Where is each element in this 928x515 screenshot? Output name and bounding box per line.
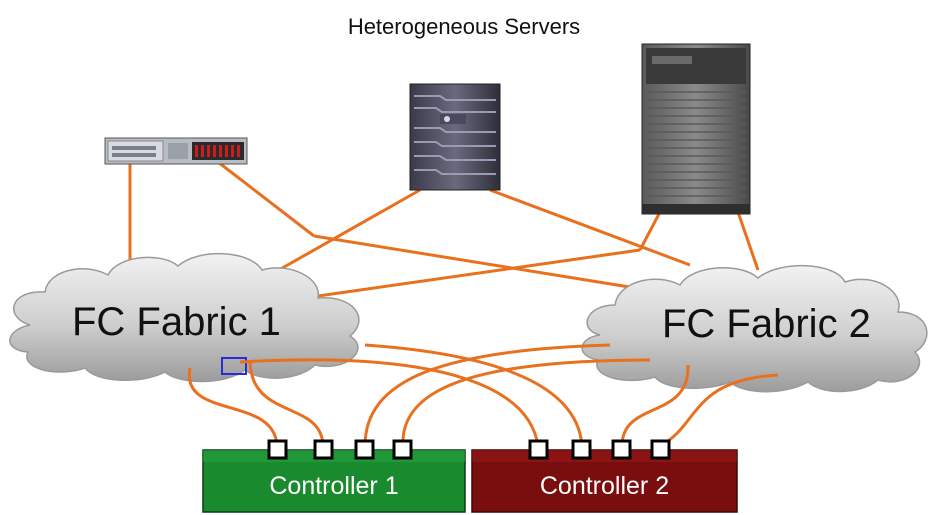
server-cables — [128, 160, 760, 302]
cable-rack-to-fabric-2b — [313, 234, 649, 292]
controller-1-label: Controller 1 — [269, 472, 399, 500]
port-c2-1 — [528, 439, 549, 460]
cable-mid-to-fabric-1 — [269, 188, 421, 277]
selection-marker — [221, 357, 247, 375]
cable-big-to-fabric-2 — [736, 211, 760, 271]
cable-big-to-fabric-1b — [289, 248, 641, 302]
port-c1-1 — [267, 439, 288, 460]
port-c1-4 — [392, 439, 413, 460]
rack-server-icon — [104, 137, 248, 165]
fabric-2-label: FC Fabric 2 — [662, 302, 871, 346]
port-c2-2 — [571, 439, 592, 460]
diagram-title: Heterogeneous Servers — [347, 14, 581, 39]
port-c1-3 — [354, 439, 375, 460]
cable-big-to-fabric-1 — [638, 211, 662, 251]
enterprise-server-icon — [641, 43, 751, 215]
controller-2-label: Controller 2 — [539, 472, 670, 500]
cable-f1-to-c2p1 — [239, 358, 540, 447]
fc-fabric-2-cloud — [581, 264, 928, 393]
controller-cables — [187, 343, 779, 448]
cable-mid-to-fabric-2 — [489, 188, 691, 267]
controller-2-ports — [528, 439, 671, 460]
port-c2-4 — [650, 439, 671, 460]
midrange-server-icon — [409, 83, 501, 191]
port-c1-2 — [313, 439, 334, 460]
controller-1-ports — [267, 439, 413, 460]
fc-fabric-1-cloud — [9, 252, 360, 383]
cable-f1-to-c2p2 — [364, 343, 584, 447]
cable-f2-to-c2p4 — [659, 373, 779, 448]
cable-f1-to-c1p1 — [187, 367, 279, 447]
cable-f2-to-c2p3 — [620, 364, 690, 447]
cable-f2-to-c1p3 — [363, 343, 611, 447]
port-c2-3 — [611, 439, 632, 460]
cable-rack-to-fabric-2 — [217, 160, 315, 238]
cable-f1-to-c1p2 — [248, 359, 325, 447]
cable-f2-to-c1p4 — [401, 358, 651, 447]
fabric-1-label: FC Fabric 1 — [72, 300, 281, 344]
